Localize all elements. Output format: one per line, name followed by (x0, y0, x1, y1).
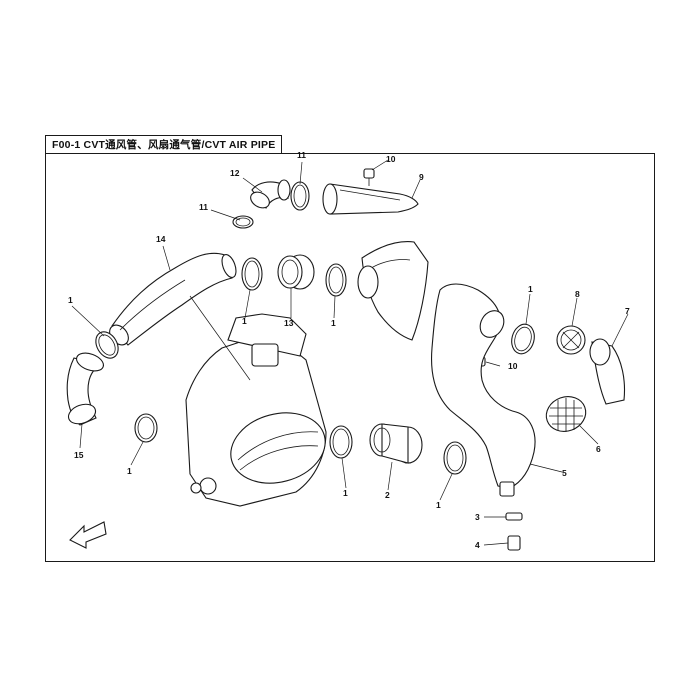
callout-1b: 1 (127, 466, 132, 476)
diagram-frame (45, 153, 655, 562)
part-10-cap-upper[interactable] (363, 168, 375, 186)
part-1-clamp-e[interactable] (329, 425, 353, 459)
callout-1c: 1 (242, 316, 247, 326)
callout-labels: 1 15 1 14 12 11 11 10 9 1 13 1 1 2 1 1 8… (68, 150, 630, 550)
part-13-coupler[interactable] (277, 254, 315, 290)
part-2-coupler[interactable] (369, 423, 423, 464)
callout-12: 12 (230, 168, 240, 178)
diagram-title-box: F00-1 CVT通风管、风扇通气管/CVT AIR PIPE (45, 135, 283, 153)
part-8-grille-ring[interactable] (556, 325, 586, 355)
callout-1d: 1 (331, 318, 336, 328)
callout-1f: 1 (436, 500, 441, 510)
part-6-mesh-screen[interactable] (541, 391, 590, 437)
callout-11b: 11 (199, 202, 208, 212)
part-1-clamp-a[interactable] (91, 328, 122, 362)
part-3-clip[interactable] (505, 512, 523, 521)
callout-15: 15 (74, 450, 84, 460)
diagram-title: F00-1 CVT通风管、风扇通气管/CVT AIR PIPE (52, 139, 276, 151)
part-14-intake-pipe[interactable] (106, 252, 239, 349)
part-9-upper-pipe[interactable] (322, 183, 419, 215)
callout-13: 13 (284, 318, 294, 328)
part-11-clamp-upper[interactable] (290, 181, 310, 211)
leader-lines (71, 159, 629, 546)
callout-1a: 1 (68, 295, 73, 305)
callout-3: 3 (475, 512, 480, 522)
callout-10a: 10 (386, 154, 396, 164)
part-1-clamp-f[interactable] (443, 441, 467, 475)
part-1-clamp-g[interactable] (508, 322, 537, 357)
callout-4: 4 (475, 540, 480, 550)
callout-7: 7 (625, 306, 630, 316)
callout-5: 5 (562, 468, 567, 478)
front-direction-arrow-icon (69, 521, 107, 549)
part-15-elbow-pipe[interactable] (66, 350, 106, 428)
part-1-clamp-c[interactable] (241, 257, 263, 291)
callout-2: 2 (385, 490, 390, 500)
air-duct-cover[interactable] (357, 241, 429, 341)
callout-1e: 1 (343, 488, 348, 498)
part-12-small-elbow[interactable] (248, 179, 291, 211)
callout-1g: 1 (528, 284, 533, 294)
engine-assembly (185, 313, 327, 507)
callout-9: 9 (419, 172, 424, 182)
callout-8: 8 (575, 289, 580, 299)
part-5-large-s-pipe[interactable] (431, 283, 536, 497)
callout-14: 14 (156, 234, 166, 244)
part-1-clamp-b[interactable] (134, 413, 158, 443)
part-4-fitting[interactable] (507, 535, 521, 551)
callout-10b: 10 (508, 361, 518, 371)
callout-11a: 11 (297, 150, 306, 160)
part-1-clamp-d[interactable] (325, 263, 347, 297)
part-11-clamp-lower[interactable] (232, 215, 254, 229)
callout-6: 6 (596, 444, 601, 454)
part-7-inlet-housing[interactable] (589, 338, 626, 405)
